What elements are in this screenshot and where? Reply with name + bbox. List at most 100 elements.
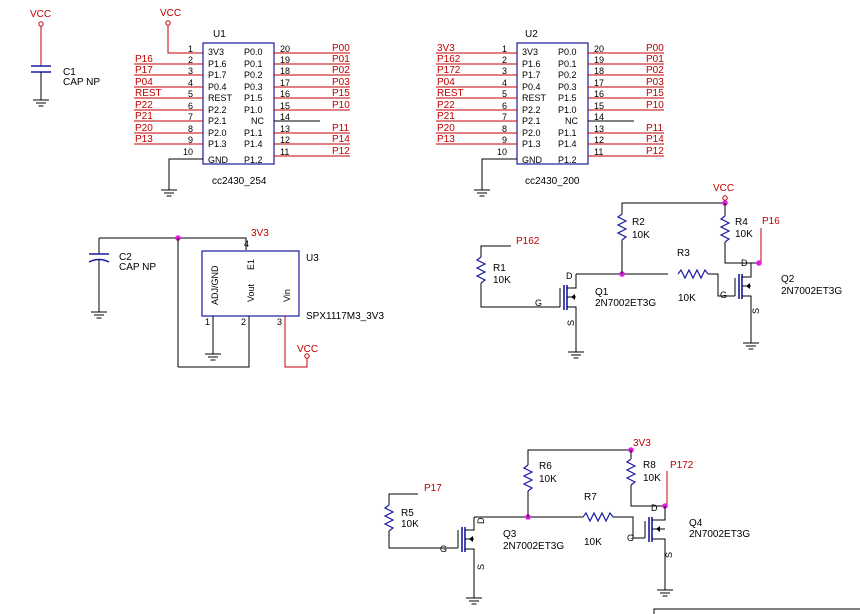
- r4-ref: R4: [735, 217, 748, 228]
- u1-vcc-label: VCC: [160, 8, 181, 19]
- u2-pin-name: P0.2: [558, 70, 577, 80]
- u2-pin-num: 16: [594, 89, 604, 99]
- u2-pin-name: P0.3: [558, 82, 577, 92]
- net-p16-label: P16: [762, 216, 780, 227]
- u2-pin-num: 4: [502, 78, 507, 88]
- r7-ref: R7: [584, 492, 597, 503]
- u1-net-label: P15: [332, 88, 350, 99]
- u2-body: [516, 42, 589, 165]
- u2-net-label: P03: [646, 77, 664, 88]
- u2-pin-name: P1.3: [522, 139, 541, 149]
- u1-pin-num: 14: [280, 112, 290, 122]
- u1-net-label: P01: [332, 54, 350, 65]
- u1-pin-num: 12: [280, 135, 290, 145]
- u1-pin-name: P2.2: [208, 105, 227, 115]
- r1-ref: R1: [493, 263, 506, 274]
- c1-ground-icon: [32, 99, 50, 107]
- c1-ref: C1: [63, 67, 76, 78]
- c2-ref: C2: [119, 252, 132, 263]
- q3-ref: Q3: [503, 529, 517, 540]
- q1-drain-label: D: [566, 271, 573, 281]
- u1-pin-name: P1.2: [244, 155, 263, 165]
- u2-net-label: P01: [646, 54, 664, 65]
- u2-pin-num: 1: [502, 44, 507, 54]
- u3-pin-num: 3: [277, 317, 282, 327]
- u2-net-label: P22: [437, 100, 455, 111]
- u2-pin-num: 18: [594, 66, 604, 76]
- q3-drain-label: D: [476, 517, 486, 524]
- c1-capacitor: VCC C1 CAP NP: [30, 9, 100, 107]
- c1-vcc-port: [38, 21, 44, 27]
- u2-net-label: P11: [646, 123, 663, 134]
- u3-vcc-label: VCC: [297, 344, 318, 355]
- u1-net-label: P03: [332, 77, 350, 88]
- u1-pin-num: 17: [280, 78, 290, 88]
- u1-right-pins: P00 20 P0.0 P01 19 P0.1 P02 18 P0.2 P03 …: [244, 43, 350, 165]
- u1-pin-name: P1.7: [208, 70, 227, 80]
- u1-pin-num: 20: [280, 44, 290, 54]
- u2-pin-num: 8: [502, 124, 507, 134]
- u2-pin-name: P2.0: [522, 128, 541, 138]
- q1-ground-icon: [567, 351, 585, 359]
- q2-ground-icon: [742, 342, 760, 350]
- u2-pin-num: 2: [502, 55, 507, 65]
- u2-net-label: 3V3: [437, 43, 455, 54]
- u2-pin-num: 11: [594, 147, 603, 157]
- u1-pin-name: P0.2: [244, 70, 263, 80]
- u2-net-label: P15: [646, 88, 664, 99]
- c2-value: CAP NP: [119, 262, 156, 273]
- u1-pin-name: P0.4: [208, 82, 227, 92]
- u1-pin-name: P2.0: [208, 128, 227, 138]
- c2-capacitor: C2 CAP NP: [88, 237, 247, 319]
- q2-part: 2N7002ET3G: [781, 286, 842, 297]
- q2-gate-label: G: [720, 290, 727, 300]
- u1-net-label: P11: [332, 123, 349, 134]
- q4-ref: Q4: [689, 518, 703, 529]
- q4-drain-label: D: [651, 503, 658, 513]
- u1-net-label: P22: [135, 100, 153, 111]
- u2-pin-name: P1.5: [558, 93, 577, 103]
- q1-gate-label: G: [535, 298, 542, 308]
- u2-chip: U2 cc2430_200 3V3 1 3V3 P162 2 P1.6 P172…: [436, 29, 664, 197]
- u1-net-label: P17: [135, 65, 153, 76]
- u1-ref: U1: [213, 29, 226, 40]
- u2-pin-num: 19: [594, 55, 604, 65]
- q1-part: 2N7002ET3G: [595, 298, 656, 309]
- vcc-top-label: VCC: [713, 183, 734, 194]
- u2-pin-name: P0.1: [558, 59, 577, 69]
- u1-pin-num: 5: [188, 89, 193, 99]
- u2-pin-num: 14: [594, 112, 604, 122]
- u2-net-label: P04: [437, 77, 455, 88]
- r5-resistor: R5 10K: [383, 493, 458, 549]
- u2-pin-num: 15: [594, 101, 604, 111]
- u2-pin-num: 6: [502, 101, 507, 111]
- q1-source-label: S: [566, 320, 576, 326]
- u2-pin-name: P2.2: [522, 105, 541, 115]
- r5-ref: R5: [401, 508, 414, 519]
- u1-pin-num: 10: [183, 147, 193, 157]
- u1-pin-num: 18: [280, 66, 290, 76]
- u2-part: cc2430_200: [525, 176, 580, 187]
- u2-pin-num: 17: [594, 78, 604, 88]
- u2-pin-num: 20: [594, 44, 604, 54]
- u1-pin-name: P0.0: [244, 47, 263, 57]
- u2-ref: U2: [525, 29, 538, 40]
- u3-ground-icon: [204, 353, 222, 361]
- vcc-top-port: [722, 195, 728, 201]
- u2-right-pins: P00 20 P0.0 P01 19 P0.1 P02 18 P0.2 P03 …: [558, 43, 664, 165]
- r5-value: 10K: [401, 519, 419, 530]
- u2-pin-name: P1.6: [522, 59, 541, 69]
- r3-ref: R3: [677, 248, 690, 259]
- u1-pin-name: P1.4: [244, 139, 263, 149]
- r8-ref: R8: [643, 460, 656, 471]
- u3-pin-num: 4: [244, 239, 249, 249]
- u3-regulator: U3 SPX1117M3_3V3 ADJ/GND Vout Vin E1 1 2…: [201, 250, 384, 327]
- u2-pin-name: P1.2: [558, 155, 577, 165]
- u1-net-label: P10: [332, 100, 350, 111]
- u3-pin-num: 2: [241, 317, 246, 327]
- u1-net-label: P00: [332, 43, 350, 54]
- r8-resistor: R8 10K: [625, 450, 665, 507]
- u2-net-label: P10: [646, 100, 664, 111]
- u1-pin-num: 19: [280, 55, 290, 65]
- c1-vcc-label: VCC: [30, 9, 51, 20]
